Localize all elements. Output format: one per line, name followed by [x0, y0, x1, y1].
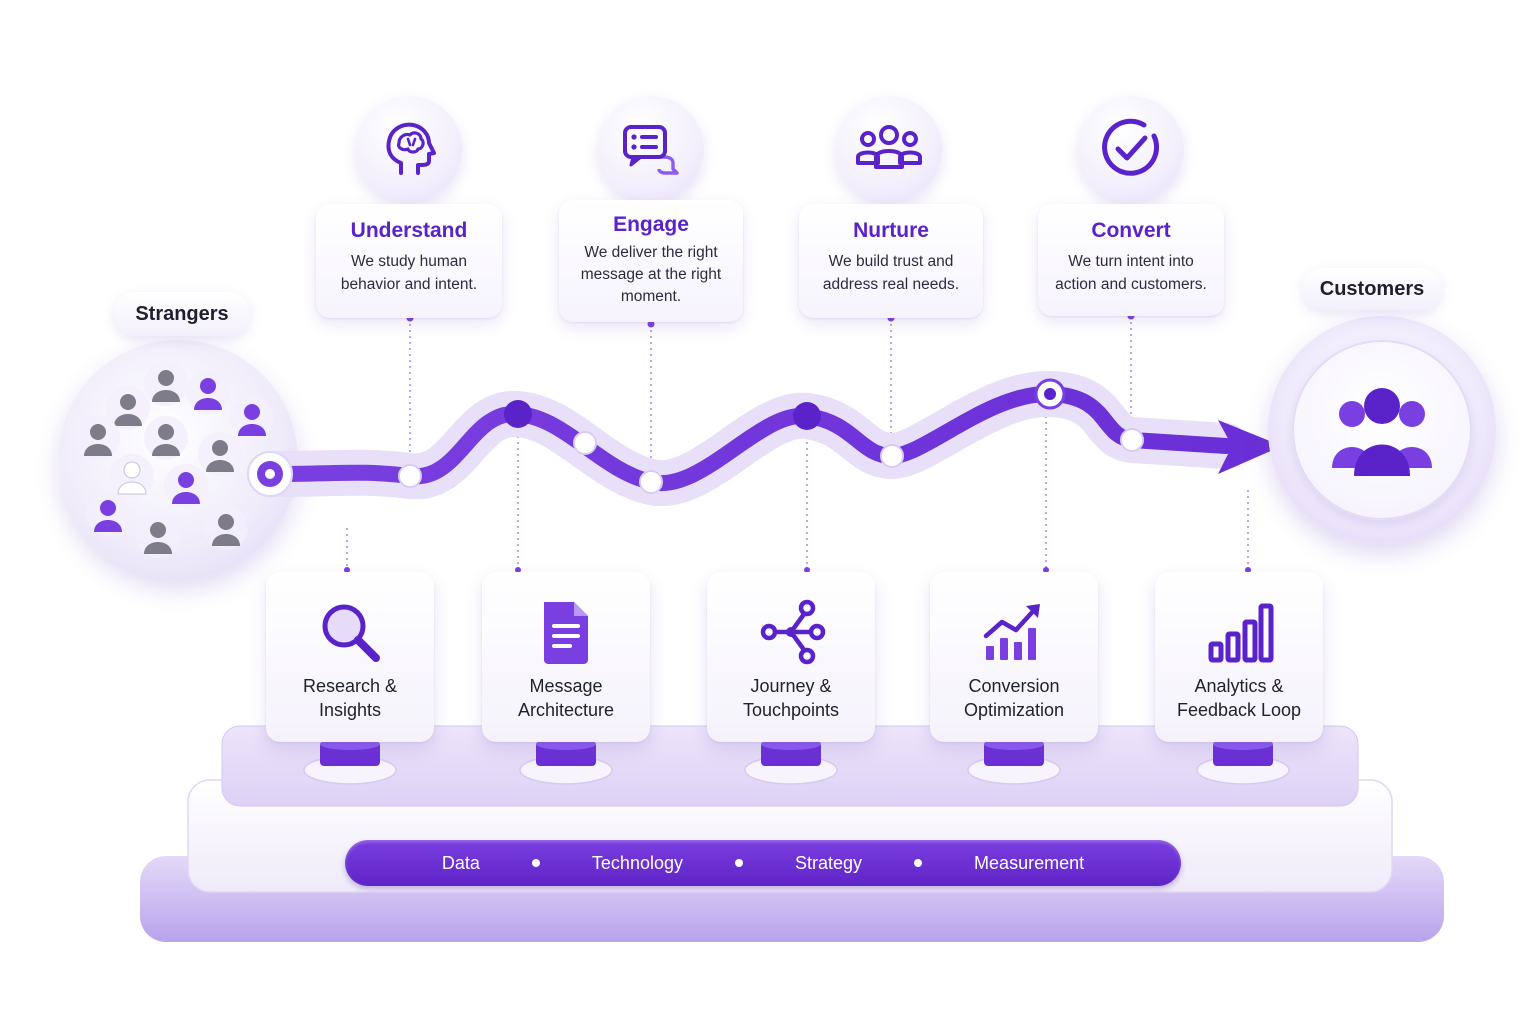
pillar-pedestal — [519, 738, 613, 785]
convert-icon-disc — [1078, 96, 1184, 202]
strangers-circle — [58, 340, 298, 580]
head-brain-icon — [386, 122, 436, 175]
pillar-label: Journey &Touchpoints — [742, 676, 840, 720]
stage-title: Engage — [613, 213, 689, 236]
pillar-pedestal — [1196, 738, 1290, 785]
strangers-crowd-icon — [76, 362, 274, 558]
pillar-label: Research &Insights — [302, 676, 398, 720]
foundation-item: Strategy — [795, 852, 863, 873]
person-icon — [230, 396, 274, 440]
nurture-icon-disc — [836, 96, 942, 202]
strangers-label: Strangers — [114, 292, 250, 336]
person-icon — [204, 506, 248, 550]
person-icon — [144, 362, 188, 406]
foundation-item: Technology — [591, 852, 683, 873]
separator-dot — [914, 859, 923, 867]
customers-circle — [1268, 316, 1496, 544]
separator-dot — [531, 859, 540, 867]
pillar-card-research: Research &Insights — [266, 572, 434, 742]
pillar-label: Analytics &Feedback Loop — [1176, 676, 1302, 720]
bar-chart-icon — [1208, 603, 1274, 663]
understand-icon-disc — [356, 96, 462, 202]
engage-icon-disc — [598, 96, 704, 202]
pillar-card-journey: Journey &Touchpoints — [707, 572, 875, 742]
stage-title: Nurture — [853, 219, 929, 242]
person-icon — [144, 416, 188, 460]
separator-dot — [735, 859, 743, 867]
customers-group-icon — [1332, 388, 1432, 476]
person-icon — [136, 514, 180, 558]
growth-chart-icon — [983, 604, 1040, 660]
person-icon — [110, 454, 154, 498]
person-icon — [106, 386, 150, 430]
foundation-item: Data — [441, 852, 480, 873]
person-icon — [76, 416, 120, 460]
magnifier-icon — [322, 604, 380, 662]
check-circle-icon — [1102, 118, 1160, 176]
network-icon — [760, 599, 826, 665]
chat-bubbles-icon — [623, 125, 679, 175]
foundation-band: Data Technology Strategy Measurement — [345, 840, 1181, 886]
pillar-pedestal — [744, 738, 838, 785]
stage-title: Convert — [1091, 219, 1171, 242]
group-people-icon — [856, 125, 922, 169]
document-icon — [544, 602, 588, 664]
stage-title: Understand — [350, 219, 468, 242]
foundation-item: Measurement — [974, 852, 1085, 873]
person-icon — [186, 370, 230, 414]
person-icon — [86, 492, 130, 536]
customers-label: Customers — [1302, 268, 1442, 310]
person-icon — [198, 432, 242, 476]
person-icon — [164, 464, 208, 508]
pillar-card-analytics: Analytics &Feedback Loop — [1155, 572, 1323, 742]
